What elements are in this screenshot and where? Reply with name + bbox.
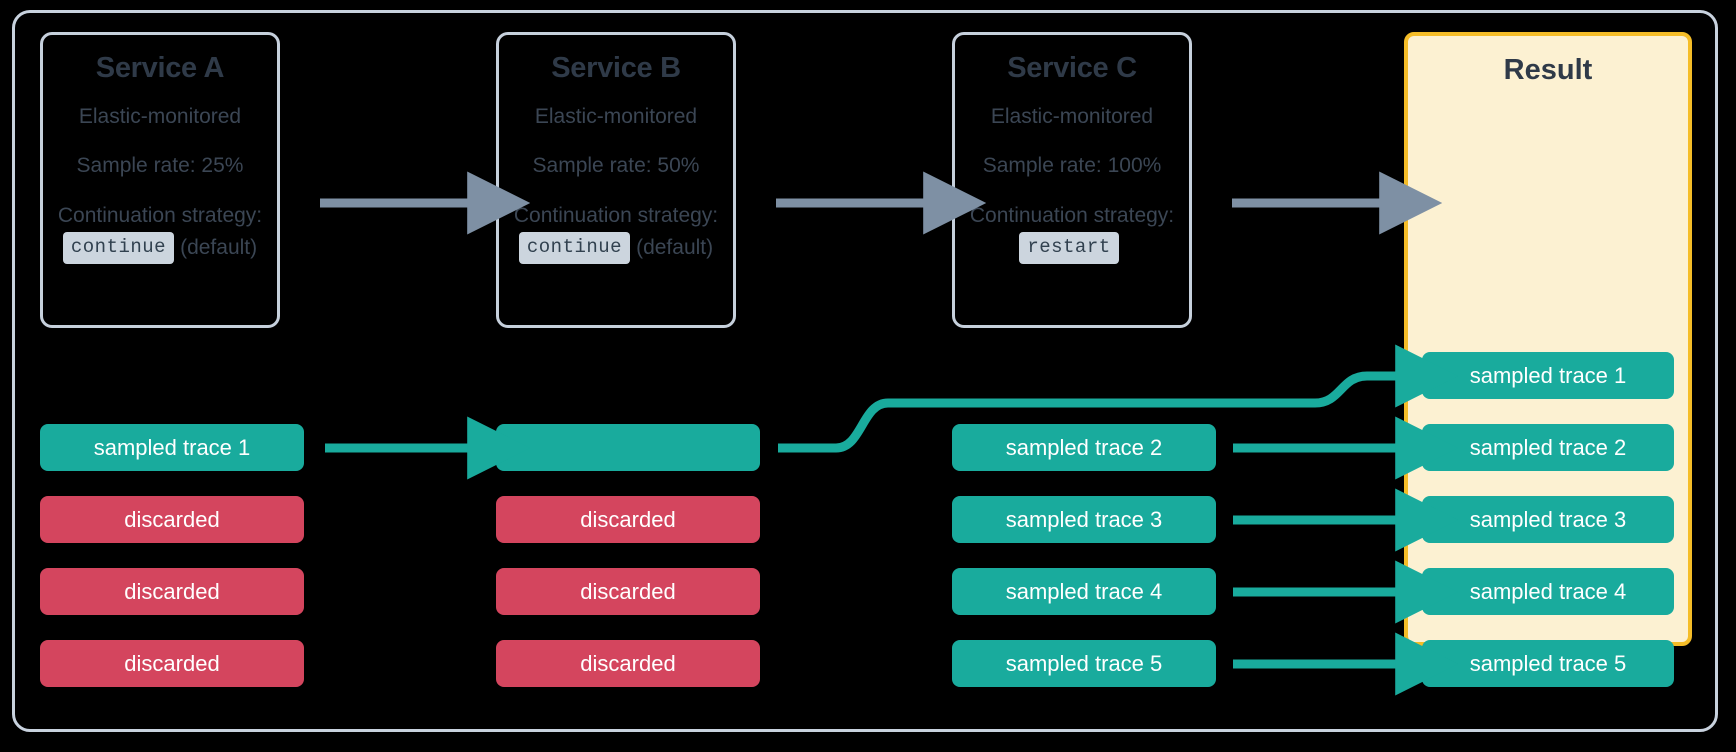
trace-bar-b-1 [496, 424, 760, 471]
trace-bar-a-1: sampled trace 1 [40, 424, 304, 471]
service-c-title: Service C [1007, 52, 1137, 84]
service-a-title: Service A [95, 52, 225, 84]
trace-bar-b-2: discarded [496, 496, 760, 543]
service-b-sample-rate: Sample rate: 50% [532, 154, 700, 178]
service-card-b: Service B Elastic-monitored Sample rate:… [496, 32, 736, 328]
trace-bar-result-2: sampled trace 2 [1422, 424, 1674, 471]
service-b-title: Service B [551, 52, 681, 84]
service-a-strategy-label: Continuation strategy: [57, 204, 263, 228]
service-c-strategy-label: Continuation strategy: [969, 204, 1175, 228]
service-b-strategy-label: Continuation strategy: [513, 204, 719, 228]
trace-bar-result-4: sampled trace 4 [1422, 568, 1674, 615]
service-a-sample-rate: Sample rate: 25% [76, 154, 244, 178]
trace-bar-c-1: sampled trace 2 [952, 424, 1216, 471]
trace-bar-result-1: sampled trace 1 [1422, 352, 1674, 399]
service-card-c: Service C Elastic-monitored Sample rate:… [952, 32, 1192, 328]
service-b-strategy-value: continue [518, 231, 631, 265]
service-b-strategy-note: (default) [636, 235, 714, 259]
service-c-strategy-row: restart [955, 231, 1189, 265]
trace-bar-a-2: discarded [40, 496, 304, 543]
trace-bar-c-3: sampled trace 4 [952, 568, 1216, 615]
service-a-strategy: Continuation strategy: continue(default) [43, 202, 277, 265]
service-a-monitored: Elastic-monitored [78, 104, 242, 128]
service-c-strategy: Continuation strategy: restart [955, 202, 1189, 265]
trace-bar-b-4: discarded [496, 640, 760, 687]
trace-bar-result-5: sampled trace 5 [1422, 640, 1674, 687]
trace-bar-a-3: discarded [40, 568, 304, 615]
service-c-sample-rate: Sample rate: 100% [982, 154, 1162, 178]
trace-bar-c-4: sampled trace 5 [952, 640, 1216, 687]
result-title: Result [1503, 54, 1593, 86]
service-card-a: Service A Elastic-monitored Sample rate:… [40, 32, 280, 328]
service-a-strategy-row: continue(default) [43, 231, 277, 265]
service-b-strategy-row: continue(default) [499, 231, 733, 265]
trace-bar-result-3: sampled trace 3 [1422, 496, 1674, 543]
service-a-strategy-value: continue [62, 231, 175, 265]
service-c-monitored: Elastic-monitored [990, 104, 1154, 128]
service-b-monitored: Elastic-monitored [534, 104, 698, 128]
service-b-strategy: Continuation strategy: continue(default) [499, 202, 733, 265]
service-c-strategy-value: restart [1019, 231, 1119, 265]
trace-bar-c-2: sampled trace 3 [952, 496, 1216, 543]
trace-bar-b-3: discarded [496, 568, 760, 615]
trace-bar-a-4: discarded [40, 640, 304, 687]
service-a-strategy-note: (default) [180, 235, 258, 259]
result-card: Result [1404, 32, 1692, 646]
